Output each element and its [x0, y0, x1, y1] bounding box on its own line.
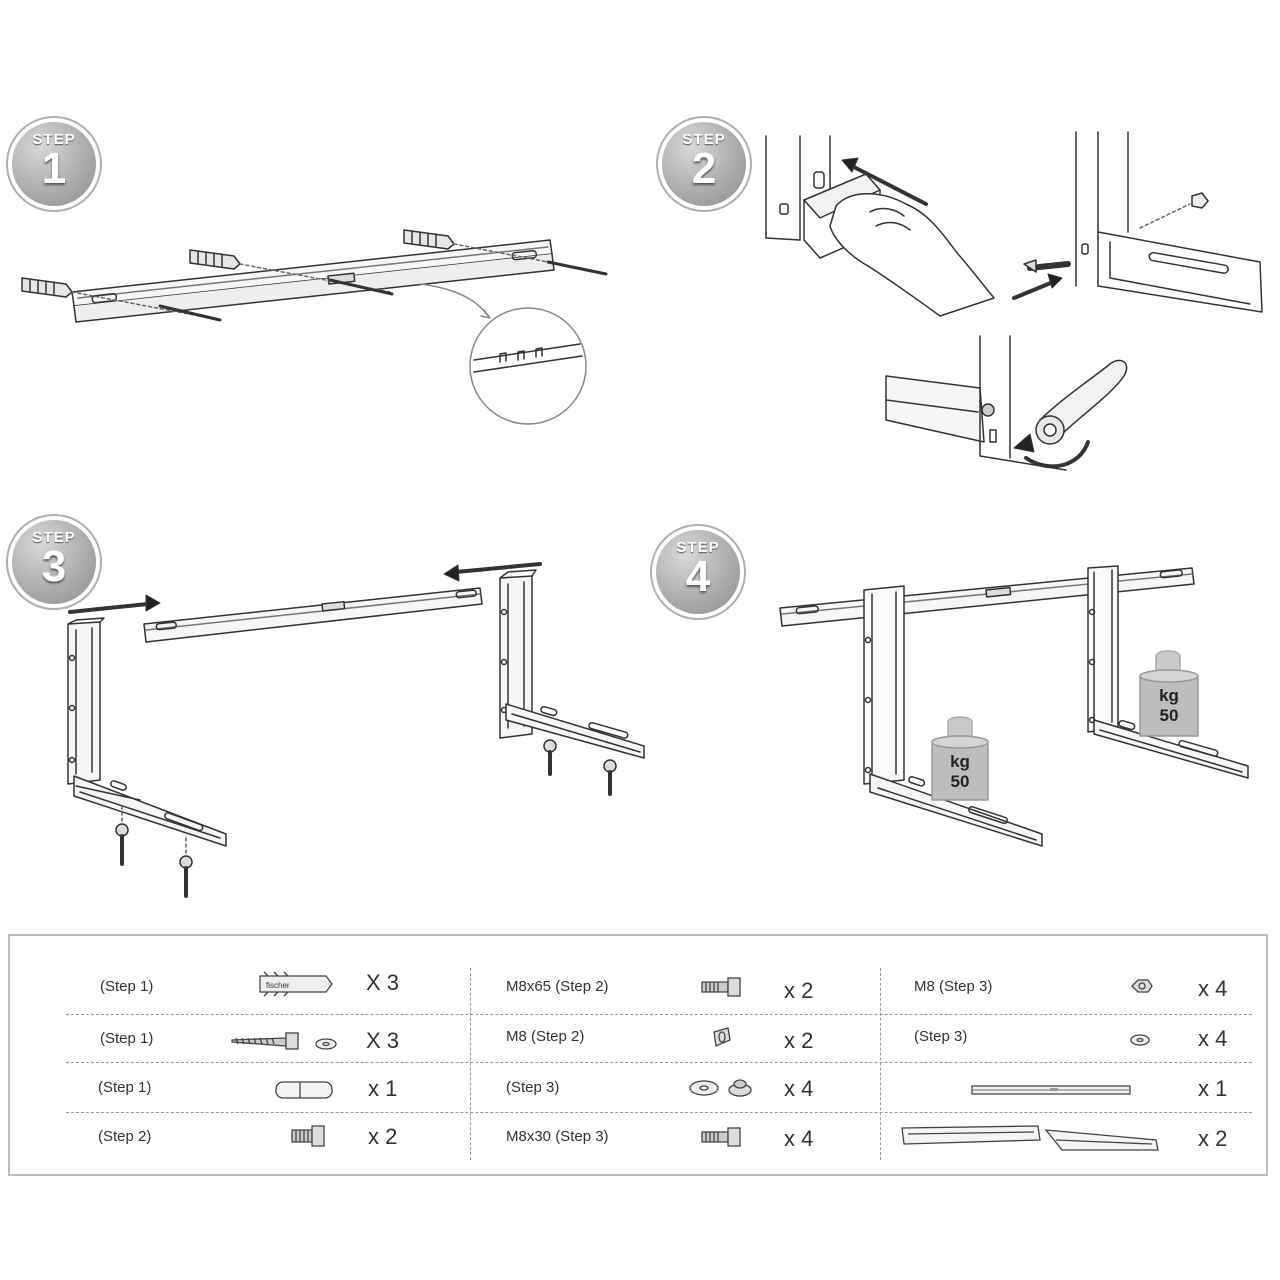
part-quantity: x 1 [1198, 1076, 1228, 1101]
hex-nut-icon [713, 1027, 731, 1047]
part-quantity: X 3 [366, 970, 400, 995]
step-label: STEP [676, 539, 720, 556]
hex-bolt-icon [701, 1127, 741, 1147]
part-label: M8 (Step 2) [506, 1028, 585, 1045]
part-label: (Step 3) [914, 1028, 968, 1045]
part-quantity: x 4 [1198, 976, 1228, 1001]
step-2-badge: STEP 2 [662, 122, 746, 206]
assembly-illustrations [21, 131, 1263, 898]
row-divider [66, 1112, 1252, 1113]
part-quantity: x 2 [1198, 1126, 1228, 1151]
weight-50kg-left [931, 716, 989, 801]
part-quantity: x 4 [1198, 1026, 1228, 1051]
wall-plug-icon: fischer [259, 971, 333, 997]
step-number: 3 [41, 542, 67, 591]
step-number: 2 [691, 144, 717, 193]
wall-plug-icon [189, 249, 241, 270]
step-label: STEP [32, 529, 76, 546]
part-label: M8 (Step 3) [914, 978, 993, 995]
wall-rail-icon [971, 1085, 1131, 1095]
part-label: M8x30 (Step 3) [506, 1128, 609, 1145]
part-quantity: x 4 [784, 1076, 814, 1101]
part-quantity: x 2 [368, 1124, 398, 1149]
step-1-badge: STEP 1 [12, 122, 96, 206]
hex-bolt-icon [701, 977, 741, 997]
part-icons: fischer [231, 971, 1159, 1151]
part-label: (Step 1) [100, 1030, 154, 1047]
step-label: STEP [32, 131, 76, 148]
step-4-badge: STEP 4 [656, 530, 740, 614]
step-number: 4 [685, 552, 711, 601]
row-divider [66, 1014, 1252, 1015]
weight-label-right: kg 50 [1140, 686, 1198, 726]
part-quantity: x 2 [784, 978, 814, 1003]
part-label: (Step 2) [98, 1128, 152, 1145]
brand-mark: fischer [266, 981, 290, 990]
lag-screw-washer-icon [231, 1032, 337, 1050]
parts-list-panel: (Step 1) (Step 1) (Step 1) (Step 2) X 3 … [8, 934, 1268, 1176]
step-4-illustration [779, 565, 1249, 847]
part-label: (Step 3) [506, 1079, 560, 1096]
column-divider [470, 968, 471, 1160]
step-number: 1 [41, 144, 67, 193]
short-hex-bolt-icon [291, 1125, 325, 1147]
wall-plug-icon [403, 229, 455, 250]
weight-unit: kg [950, 752, 970, 771]
step-3-badge: STEP 3 [12, 520, 96, 604]
weight-unit: kg [1159, 686, 1179, 705]
part-label: (Step 1) [100, 978, 154, 995]
weight-label-left: kg 50 [932, 752, 988, 792]
weight-value: 50 [950, 772, 970, 791]
part-quantity: x 4 [784, 1126, 814, 1151]
column-divider [880, 968, 881, 1160]
step-3-illustration [67, 562, 645, 898]
part-label: M8x65 (Step 2) [506, 978, 609, 995]
hex-nut-icon [1131, 979, 1153, 993]
part-label: (Step 1) [98, 1079, 152, 1096]
step-2-illustration [765, 131, 1263, 471]
part-quantity: X 3 [366, 1028, 400, 1053]
row-divider [66, 1062, 1252, 1063]
step-1-illustration [21, 229, 608, 425]
step-label: STEP [682, 131, 726, 148]
wall-plug-icon [21, 277, 73, 298]
weight-value: 50 [1159, 706, 1179, 725]
weight-50kg-right [1139, 650, 1199, 737]
washer-grommet-icon [689, 1079, 752, 1097]
part-quantity: x 2 [784, 1028, 814, 1053]
flat-washer-icon [1130, 1034, 1150, 1046]
tube-spacer-icon [275, 1081, 333, 1099]
bracket-arms-icon [901, 1125, 1159, 1151]
part-quantity: x 1 [368, 1076, 398, 1101]
